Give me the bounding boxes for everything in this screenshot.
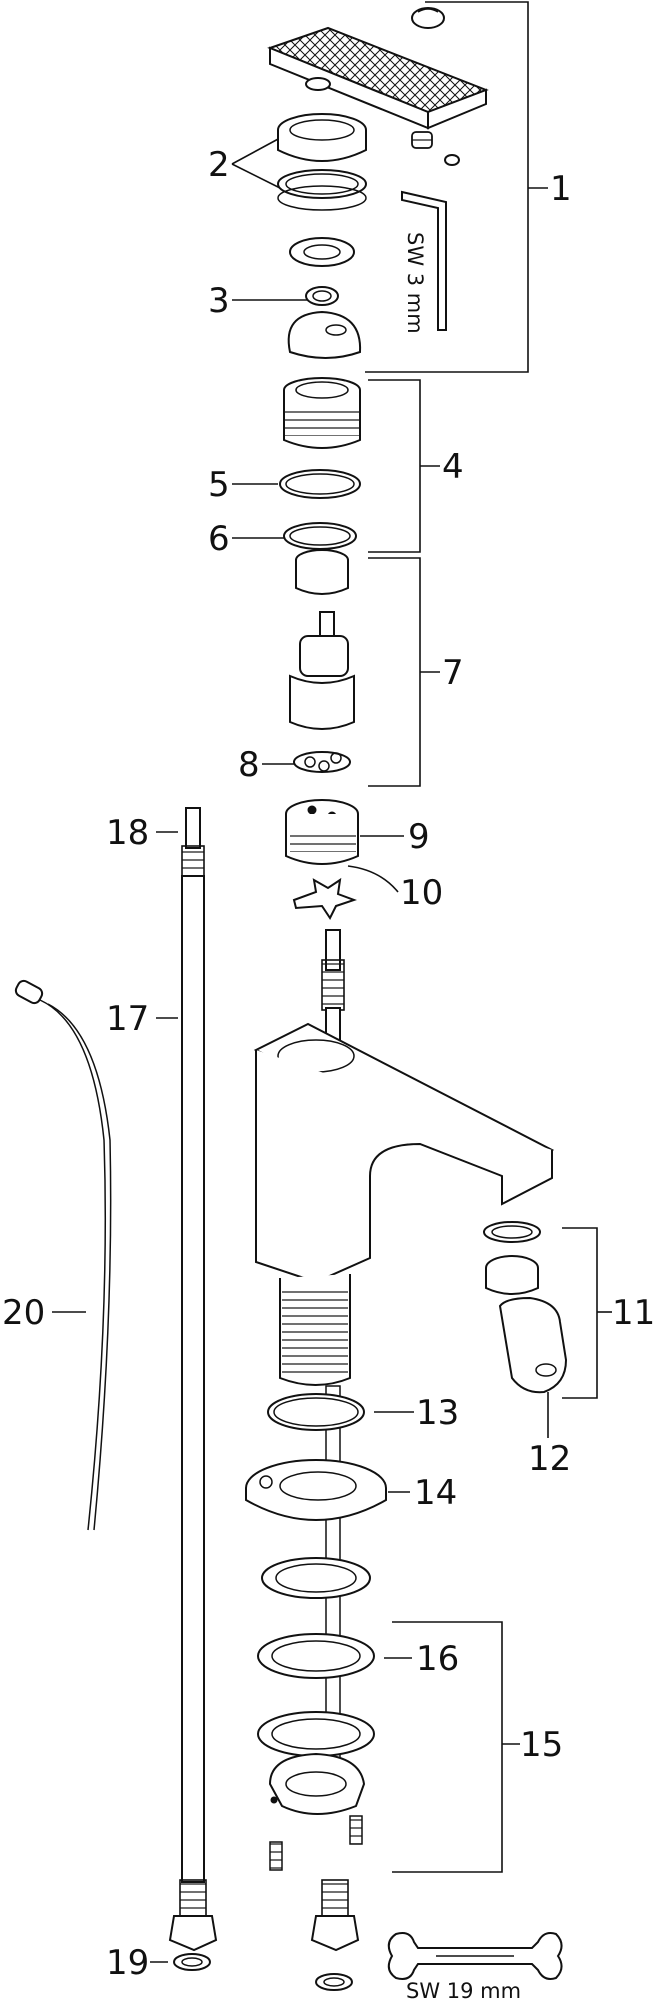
label-20: 20 [2, 1293, 45, 1333]
supply-hose-2-part [310, 1879, 360, 1991]
o-ring-5-part [279, 469, 361, 499]
bracket-15 [392, 1621, 520, 1873]
label-5: 5 [208, 465, 230, 505]
hex-key-label: SW 3 mm [403, 232, 427, 334]
supply-hose-part [168, 807, 218, 1971]
label-15: 15 [520, 1725, 563, 1765]
o-ring-13-part [267, 1393, 365, 1431]
small-ring-dome-part [287, 286, 362, 359]
valve-body-9-part [285, 799, 359, 865]
hex-key-tool [401, 190, 447, 331]
label-19: 19 [106, 1943, 149, 1983]
label-10: 10 [400, 873, 443, 913]
label-7: 7 [442, 653, 464, 693]
threaded-nut-part [283, 377, 361, 449]
label-9: 9 [408, 817, 430, 857]
flange-14-part [245, 1459, 387, 1521]
bracket-11 [562, 1227, 612, 1399]
bracket-7 [368, 557, 440, 787]
seal-rings-part [277, 113, 367, 267]
retaining-clip-part [411, 7, 445, 29]
gaskets-16-part [257, 1557, 375, 1757]
aerator-part [483, 1221, 568, 1394]
label-1: 1 [550, 169, 572, 209]
label-2: 2 [208, 145, 230, 185]
bracket-1 [365, 1, 548, 373]
faucet-body-part [253, 1022, 555, 1767]
label-8: 8 [238, 745, 260, 785]
wrench-tool [387, 1932, 563, 1980]
studs-part [269, 1815, 363, 1871]
grub-screw-part [411, 131, 460, 166]
cartridge-part [289, 549, 355, 730]
leader-10 [347, 865, 399, 893]
label-13: 13 [416, 1393, 459, 1433]
label-12: 12 [528, 1439, 571, 1479]
bracket-4 [368, 379, 440, 553]
label-14: 14 [414, 1473, 457, 1513]
label-17: 17 [106, 999, 149, 1039]
label-11: 11 [612, 1293, 655, 1333]
label-16: 16 [416, 1639, 459, 1679]
base-plate-part [268, 1752, 366, 1815]
pull-rod-part [14, 979, 112, 1531]
label-18: 18 [106, 813, 149, 853]
seals-8-part [293, 751, 351, 773]
clip-10-part [292, 877, 357, 920]
label-6: 6 [208, 519, 230, 559]
leader-2 [231, 137, 281, 189]
label-3: 3 [208, 281, 230, 321]
lever-plate-part [267, 26, 489, 130]
wrench-label: SW 19 mm [406, 1979, 521, 2000]
label-4: 4 [442, 447, 464, 487]
